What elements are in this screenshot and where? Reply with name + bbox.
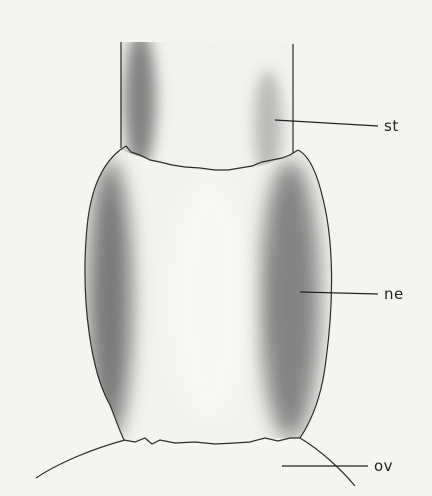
nectary-body	[80, 140, 340, 450]
stalk-label: st	[384, 117, 399, 135]
nectary-label: ne	[384, 285, 404, 303]
ovary-label: ov	[374, 457, 393, 475]
